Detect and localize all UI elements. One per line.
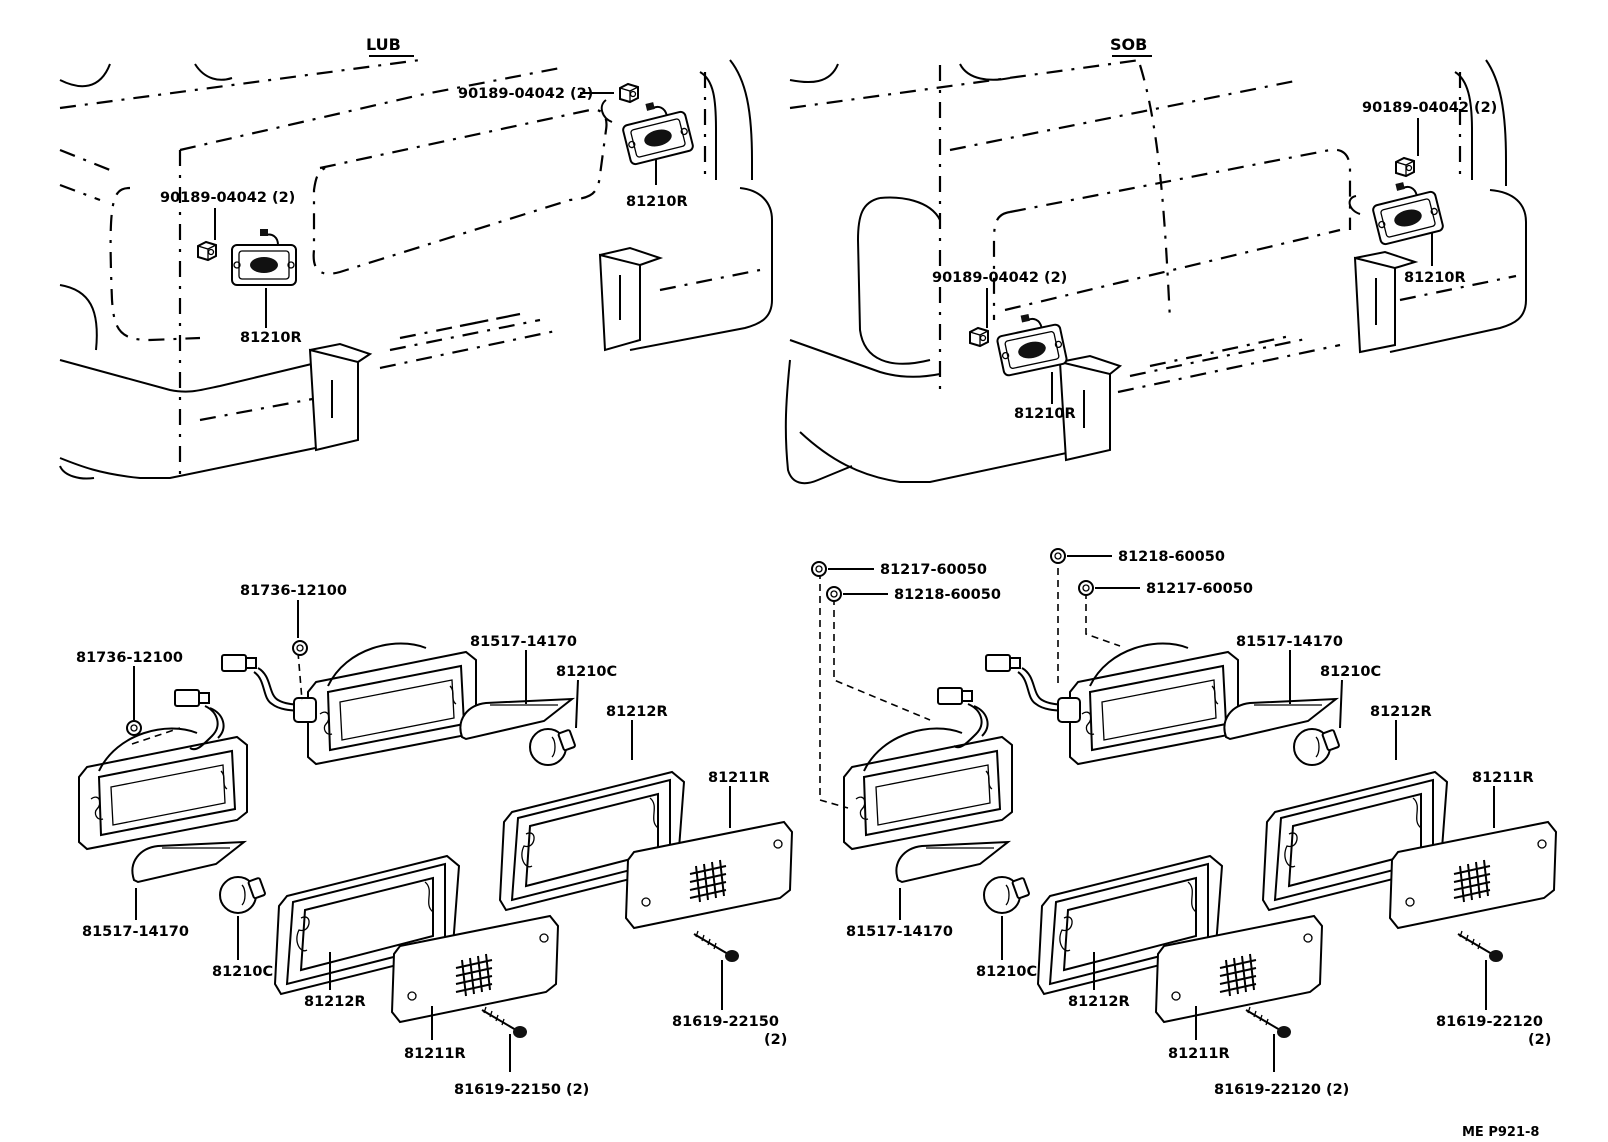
label-gasket-sob-a: 81212R	[1370, 704, 1432, 720]
grommet-81217	[1078, 580, 1094, 596]
lamp-housing-left	[78, 727, 248, 850]
label-grommet-sob-b: 81218-60050	[894, 587, 1001, 603]
screw-right	[1457, 930, 1504, 963]
label-lamp-lub-top: 81210R	[626, 194, 688, 210]
label-lens-lub-b: 81211R	[404, 1046, 466, 1062]
label-reflector-sob-a: 81517-14170	[1236, 634, 1343, 650]
nut-icon	[1395, 157, 1415, 177]
label-socket-lub-a: 81736-12100	[240, 583, 347, 599]
lamp-housing-right	[307, 642, 477, 765]
label-nut-lub-left: 90189-04042 (2)	[160, 190, 295, 206]
label-screw-sob-a-qty: (2)	[1528, 1032, 1551, 1048]
grommet-81217	[811, 561, 827, 577]
lub-exploded-view	[78, 640, 793, 1039]
label-grommet-sob-d: 81217-60050	[1146, 581, 1253, 597]
wire-harness	[937, 654, 1081, 749]
reflector-left	[895, 841, 1009, 883]
label-gasket-lub-a: 81212R	[606, 704, 668, 720]
part-labels: LUB SOB 90189-04042 (2) 81210R 90189-040…	[76, 35, 1551, 1140]
socket-grommet	[126, 720, 142, 736]
label-gasket-lub-b: 81212R	[304, 994, 366, 1010]
lamp-housing-left	[843, 727, 1013, 850]
label-gasket-sob-b: 81212R	[1068, 994, 1130, 1010]
bulb-left	[219, 876, 267, 914]
label-lamp-sob-top: 81210R	[1404, 270, 1466, 286]
grommet-81218	[826, 586, 842, 602]
header-sob: SOB	[1110, 35, 1147, 54]
sob-exploded-view	[811, 548, 1557, 1039]
label-bulb-lub-a: 81210C	[556, 664, 617, 680]
leader-lines-bottom-left	[133, 600, 731, 1072]
socket-grommet	[292, 640, 308, 656]
side-marker-lamp-sob-left	[992, 307, 1069, 378]
reflector-left	[131, 841, 245, 883]
label-bulb-sob-b: 81210C	[976, 964, 1037, 980]
label-screw-lub-a-qty: (2)	[764, 1032, 787, 1048]
label-bulb-sob-a: 81210C	[1320, 664, 1381, 680]
wire-harness	[174, 654, 317, 751]
lub-vehicle-view	[59, 58, 773, 480]
label-reflector-lub-a: 81517-14170	[470, 634, 577, 650]
label-reflector-sob-b: 81517-14170	[846, 924, 953, 940]
label-screw-lub-b: 81619-22150 (2)	[454, 1082, 589, 1098]
nut-icon	[197, 241, 217, 261]
nut-icon	[619, 83, 639, 103]
screw-right	[693, 930, 740, 963]
label-nut-lub-top: 90189-04042 (2)	[458, 86, 593, 102]
label-lens-sob-b: 81211R	[1168, 1046, 1230, 1062]
leader-lines-bottom-right	[828, 555, 1495, 1072]
label-lens-lub-a: 81211R	[708, 770, 770, 786]
nut-icon	[969, 327, 989, 347]
lamp-housing-right	[1069, 642, 1239, 765]
label-lamp-lub-left: 81210R	[240, 330, 302, 346]
grommet-81218	[1050, 548, 1066, 564]
label-socket-lub-b: 81736-12100	[76, 650, 183, 666]
bulb-left	[983, 876, 1031, 914]
label-nut-sob-top: 90189-04042 (2)	[1362, 100, 1497, 116]
label-grommet-sob-a: 81217-60050	[880, 562, 987, 578]
screw-left	[481, 1006, 528, 1039]
reference-code: ME P921-8	[1462, 1125, 1539, 1140]
leader-lines-top	[214, 55, 1433, 404]
label-lamp-sob-left: 81210R	[1014, 406, 1076, 422]
side-marker-lamp-lub-right	[617, 94, 695, 167]
header-lub: LUB	[366, 35, 401, 54]
label-nut-sob-left: 90189-04042 (2)	[932, 270, 1067, 286]
label-screw-sob-a: 81619-22120	[1436, 1014, 1543, 1030]
bulb-right	[1293, 728, 1341, 766]
label-reflector-lub-b: 81517-14170	[82, 924, 189, 940]
sob-vehicle-view	[784, 58, 1527, 485]
label-screw-sob-b: 81619-22120 (2)	[1214, 1082, 1349, 1098]
label-lens-sob-a: 81211R	[1472, 770, 1534, 786]
label-grommet-sob-c: 81218-60050	[1118, 549, 1225, 565]
label-bulb-lub-b: 81210C	[212, 964, 273, 980]
screw-left	[1245, 1006, 1292, 1039]
side-marker-lamp-lub-left	[231, 228, 297, 286]
label-screw-lub-a: 81619-22150	[672, 1014, 779, 1030]
bulb-right	[529, 728, 577, 766]
